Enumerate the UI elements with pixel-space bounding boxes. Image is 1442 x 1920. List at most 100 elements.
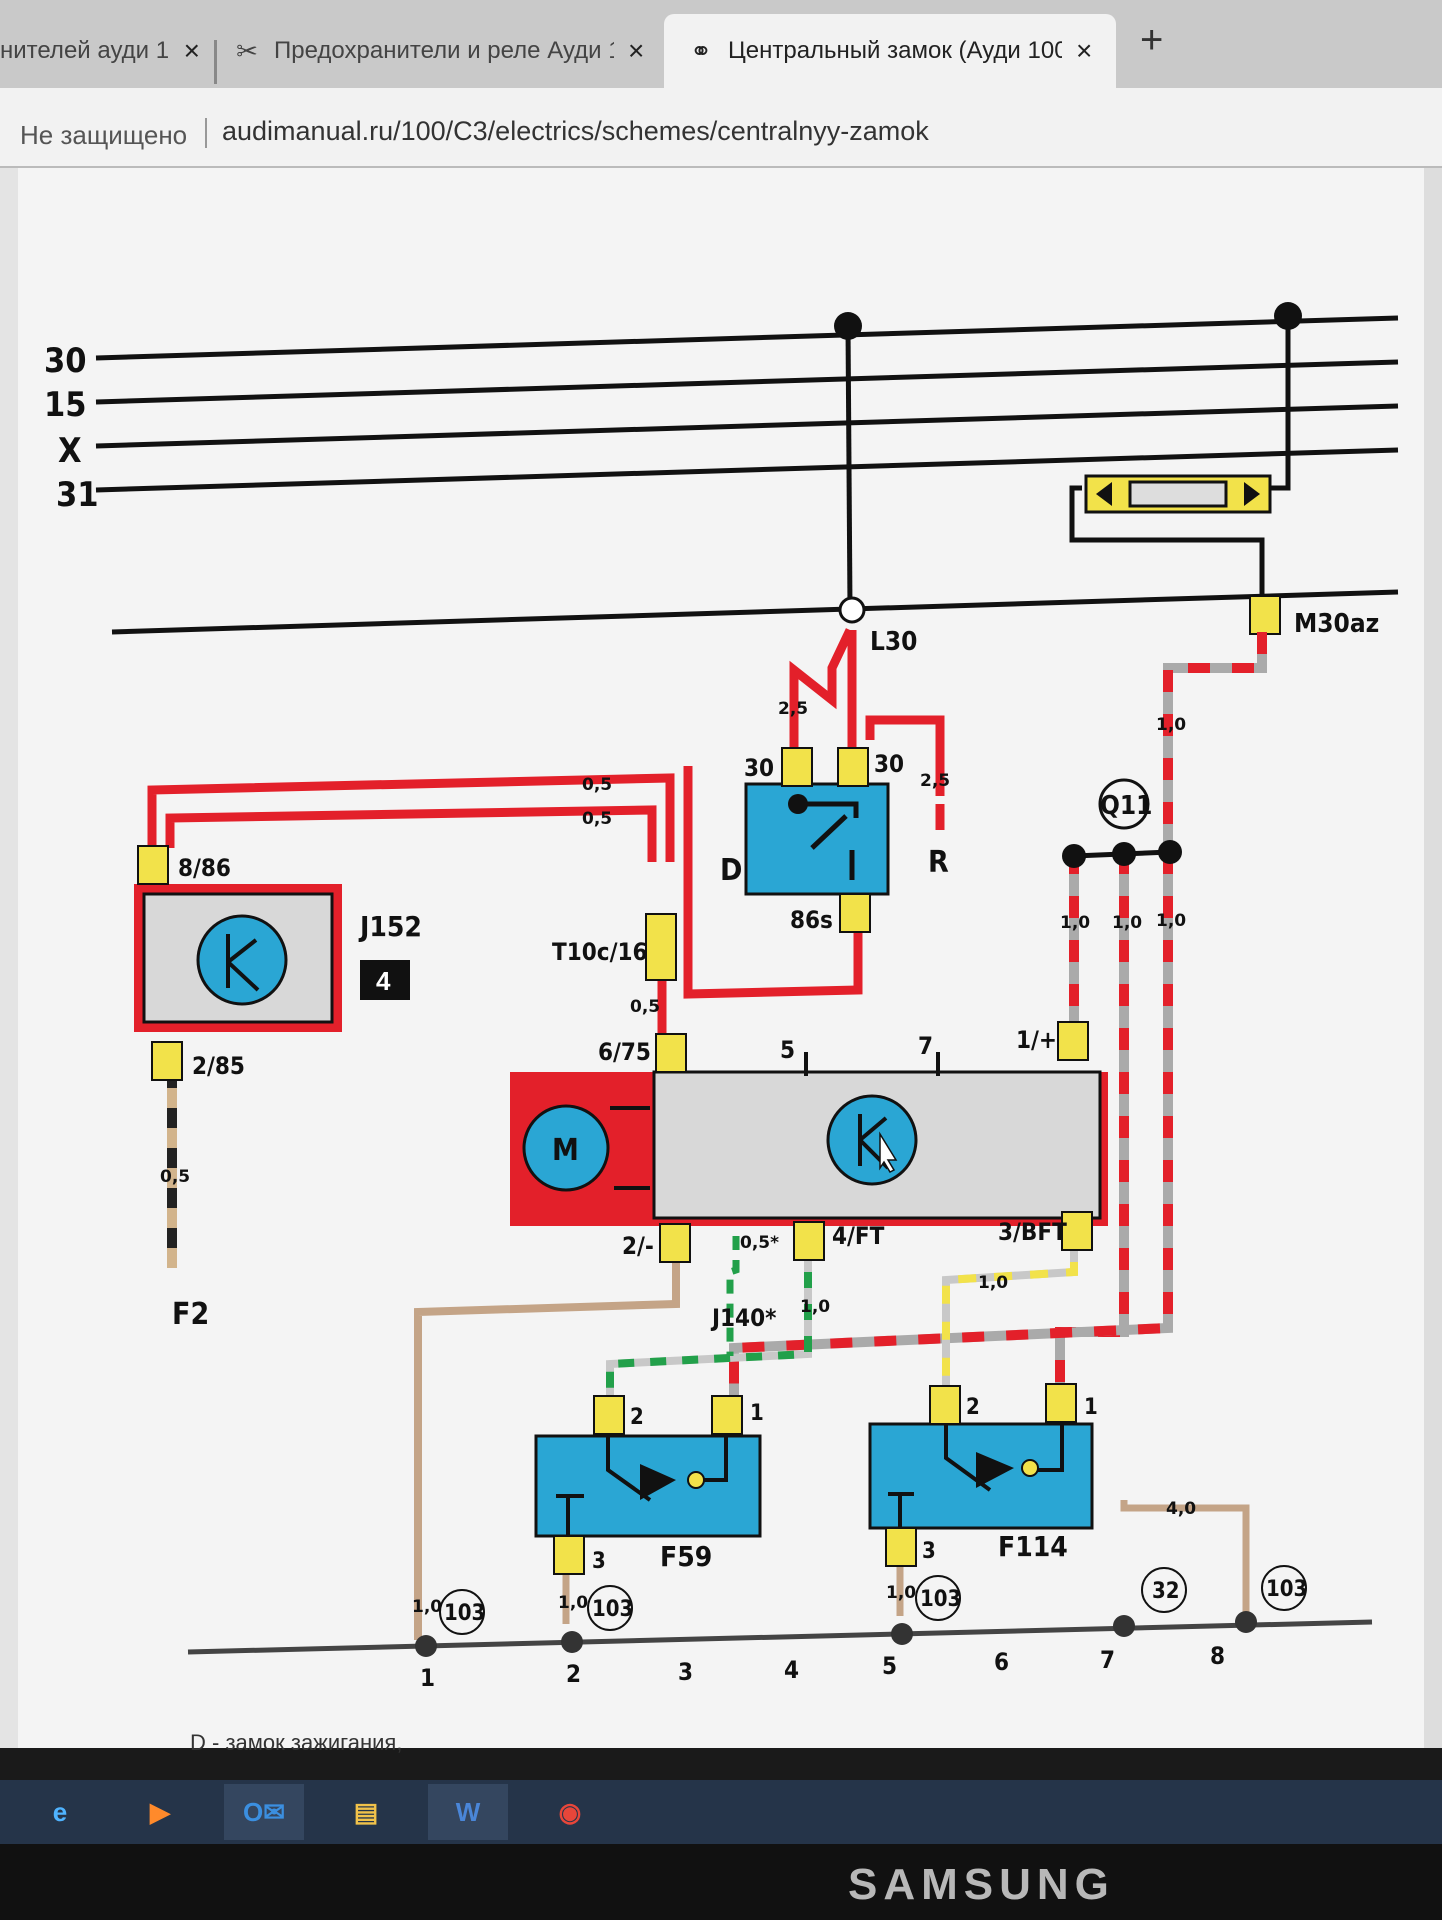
bus-rails: [95, 315, 1399, 635]
pin-86s-label: 86s: [790, 906, 833, 934]
feed-wires: [845, 316, 1291, 609]
address-separator: [205, 118, 207, 148]
security-indicator[interactable]: Не защищено: [20, 120, 188, 150]
wire-size: 1,0: [1156, 911, 1186, 931]
wire-size: 1,0: [978, 1273, 1008, 1293]
address-bar[interactable]: Не защищено audimanual.ru/100/C3/electri…: [0, 88, 1442, 168]
m30az-label: M30az: [1294, 609, 1379, 639]
monitor-bezel: [0, 1844, 1442, 1920]
ground-tag: [1261, 1565, 1307, 1611]
f59-pin-1: 1: [750, 1401, 764, 1426]
tools-icon: ✂: [236, 35, 258, 66]
pin-connector: [137, 845, 169, 885]
pin-connector: [1057, 1021, 1089, 1061]
ground-tag: [1141, 1567, 1187, 1613]
f59-pin-2: 2: [630, 1405, 644, 1430]
tab-1[interactable]: нителей ауди 1( ×: [0, 14, 200, 88]
tab-2-title: Предохранители и реле Ауди 1(: [274, 37, 614, 64]
pin-2-85-label: 2/85: [192, 1052, 245, 1080]
connector-t10c: [645, 913, 677, 981]
pin-connector: [1045, 1383, 1077, 1423]
ground-tag: [439, 1589, 485, 1635]
switch-contact-dot: [687, 1471, 705, 1489]
ground-103-2: 103: [592, 1597, 633, 1622]
pin-connector: [151, 1041, 183, 1081]
pin-5-label: 5: [780, 1036, 795, 1064]
media-player-icon[interactable]: ▶: [150, 1796, 170, 1827]
ie-icon[interactable]: e: [52, 1796, 68, 1827]
pin-connector: [593, 1395, 625, 1435]
f114-pin-3: 3: [922, 1539, 936, 1564]
pin-connector: [655, 1033, 687, 1073]
pin-30b-label: 30: [874, 750, 904, 778]
pump-relay-icon: [826, 1094, 918, 1186]
outlook-icon[interactable]: O✉: [224, 1784, 304, 1840]
f114-label: F114: [998, 1530, 1068, 1563]
pin-connector: [711, 1395, 743, 1435]
word-icon[interactable]: W: [428, 1784, 508, 1840]
ground-32: 32: [1152, 1579, 1180, 1604]
tab-2[interactable]: ✂ Предохранители и реле Ауди 1( ×: [232, 14, 652, 88]
wire-size: 0,5: [160, 1167, 190, 1187]
bottom-number: 8: [1210, 1642, 1225, 1670]
switch-arrow-icon: [976, 1452, 1014, 1488]
j152-label: J152: [358, 910, 422, 943]
wire-size: 1,0: [558, 1593, 588, 1613]
pin-7-label: 7: [918, 1032, 933, 1060]
pin-connector: [839, 893, 871, 933]
tab-3-active[interactable]: ⚭ Центральный замок (Ауди 100 ( ×: [664, 14, 1116, 88]
rail-junction: [838, 596, 866, 624]
bottom-number: 1: [420, 1664, 435, 1692]
ground-tag: [915, 1575, 961, 1621]
bottom-number: 2: [566, 1660, 581, 1688]
bottom-number: 3: [678, 1658, 693, 1686]
tab-1-title: нителей ауди 1(: [0, 37, 170, 64]
motor-icon: [522, 1104, 610, 1192]
pin-connector: [781, 747, 813, 787]
striped-wires: [167, 632, 1267, 1640]
q11-label: Q11: [1100, 791, 1152, 821]
t10c-label: T10c/16: [552, 938, 648, 966]
relay-coil-icon: [196, 914, 288, 1006]
wire-size: 1,0: [1112, 913, 1142, 933]
motor-label: M: [552, 1133, 579, 1168]
chrome-icon[interactable]: ◉: [558, 1796, 582, 1827]
taskbar: e ▶ O✉ ▤ W ◉: [0, 1780, 1442, 1844]
legend-caption: D - замок зажигания,: [190, 1730, 403, 1755]
junction-dot: [834, 312, 862, 340]
tab-divider: [214, 40, 217, 84]
monitor-brand: SAMSUNG: [848, 1860, 1115, 1909]
pump-internal-wiring: [610, 1052, 940, 1190]
close-icon[interactable]: ×: [628, 35, 645, 66]
wire-size-labels: 2,5 2,5 0,5 0,5 0,5 0,5 0,5* 1,0 1,0 1,0…: [160, 699, 1196, 1617]
new-tab-button[interactable]: +: [1140, 18, 1164, 62]
page-left-edge: [0, 168, 18, 1748]
wiring-diagram: 30 15 X 31 L30 M30az: [44, 302, 1399, 1692]
close-icon[interactable]: ×: [1076, 35, 1093, 66]
url-text[interactable]: audimanual.ru/100/C3/electrics/schemes/c…: [222, 116, 929, 146]
files-icon[interactable]: ▤: [353, 1796, 379, 1827]
audi-rings-icon: ⚭: [690, 35, 712, 66]
ground-point: [561, 1631, 583, 1653]
side-panel-edge: [1424, 168, 1442, 1748]
relay-badge: [360, 960, 410, 1000]
ignition-name: D: [720, 853, 742, 888]
wire-size: 1,0: [1060, 913, 1090, 933]
f114-pin-1: 1: [1084, 1395, 1098, 1420]
f59-label: F59: [660, 1540, 712, 1573]
pin-connector: [793, 1221, 825, 1261]
ground-point: [1113, 1615, 1135, 1637]
wire-size: 1,0: [886, 1583, 916, 1603]
pin-connector: [837, 747, 869, 787]
pin-30a-label: 30: [744, 754, 774, 782]
wire-size: 1,0: [800, 1297, 830, 1317]
close-icon[interactable]: ×: [183, 35, 200, 66]
switch-contact-dot: [788, 794, 808, 814]
junction-dot: [1274, 302, 1302, 330]
power-wires: [147, 628, 945, 1060]
fuse-element: [1084, 474, 1272, 514]
ground-point: [1235, 1611, 1257, 1633]
junction-dot: [1158, 840, 1182, 864]
pin-connector: [885, 1527, 917, 1567]
pin-2-label: 2/-: [622, 1232, 654, 1260]
